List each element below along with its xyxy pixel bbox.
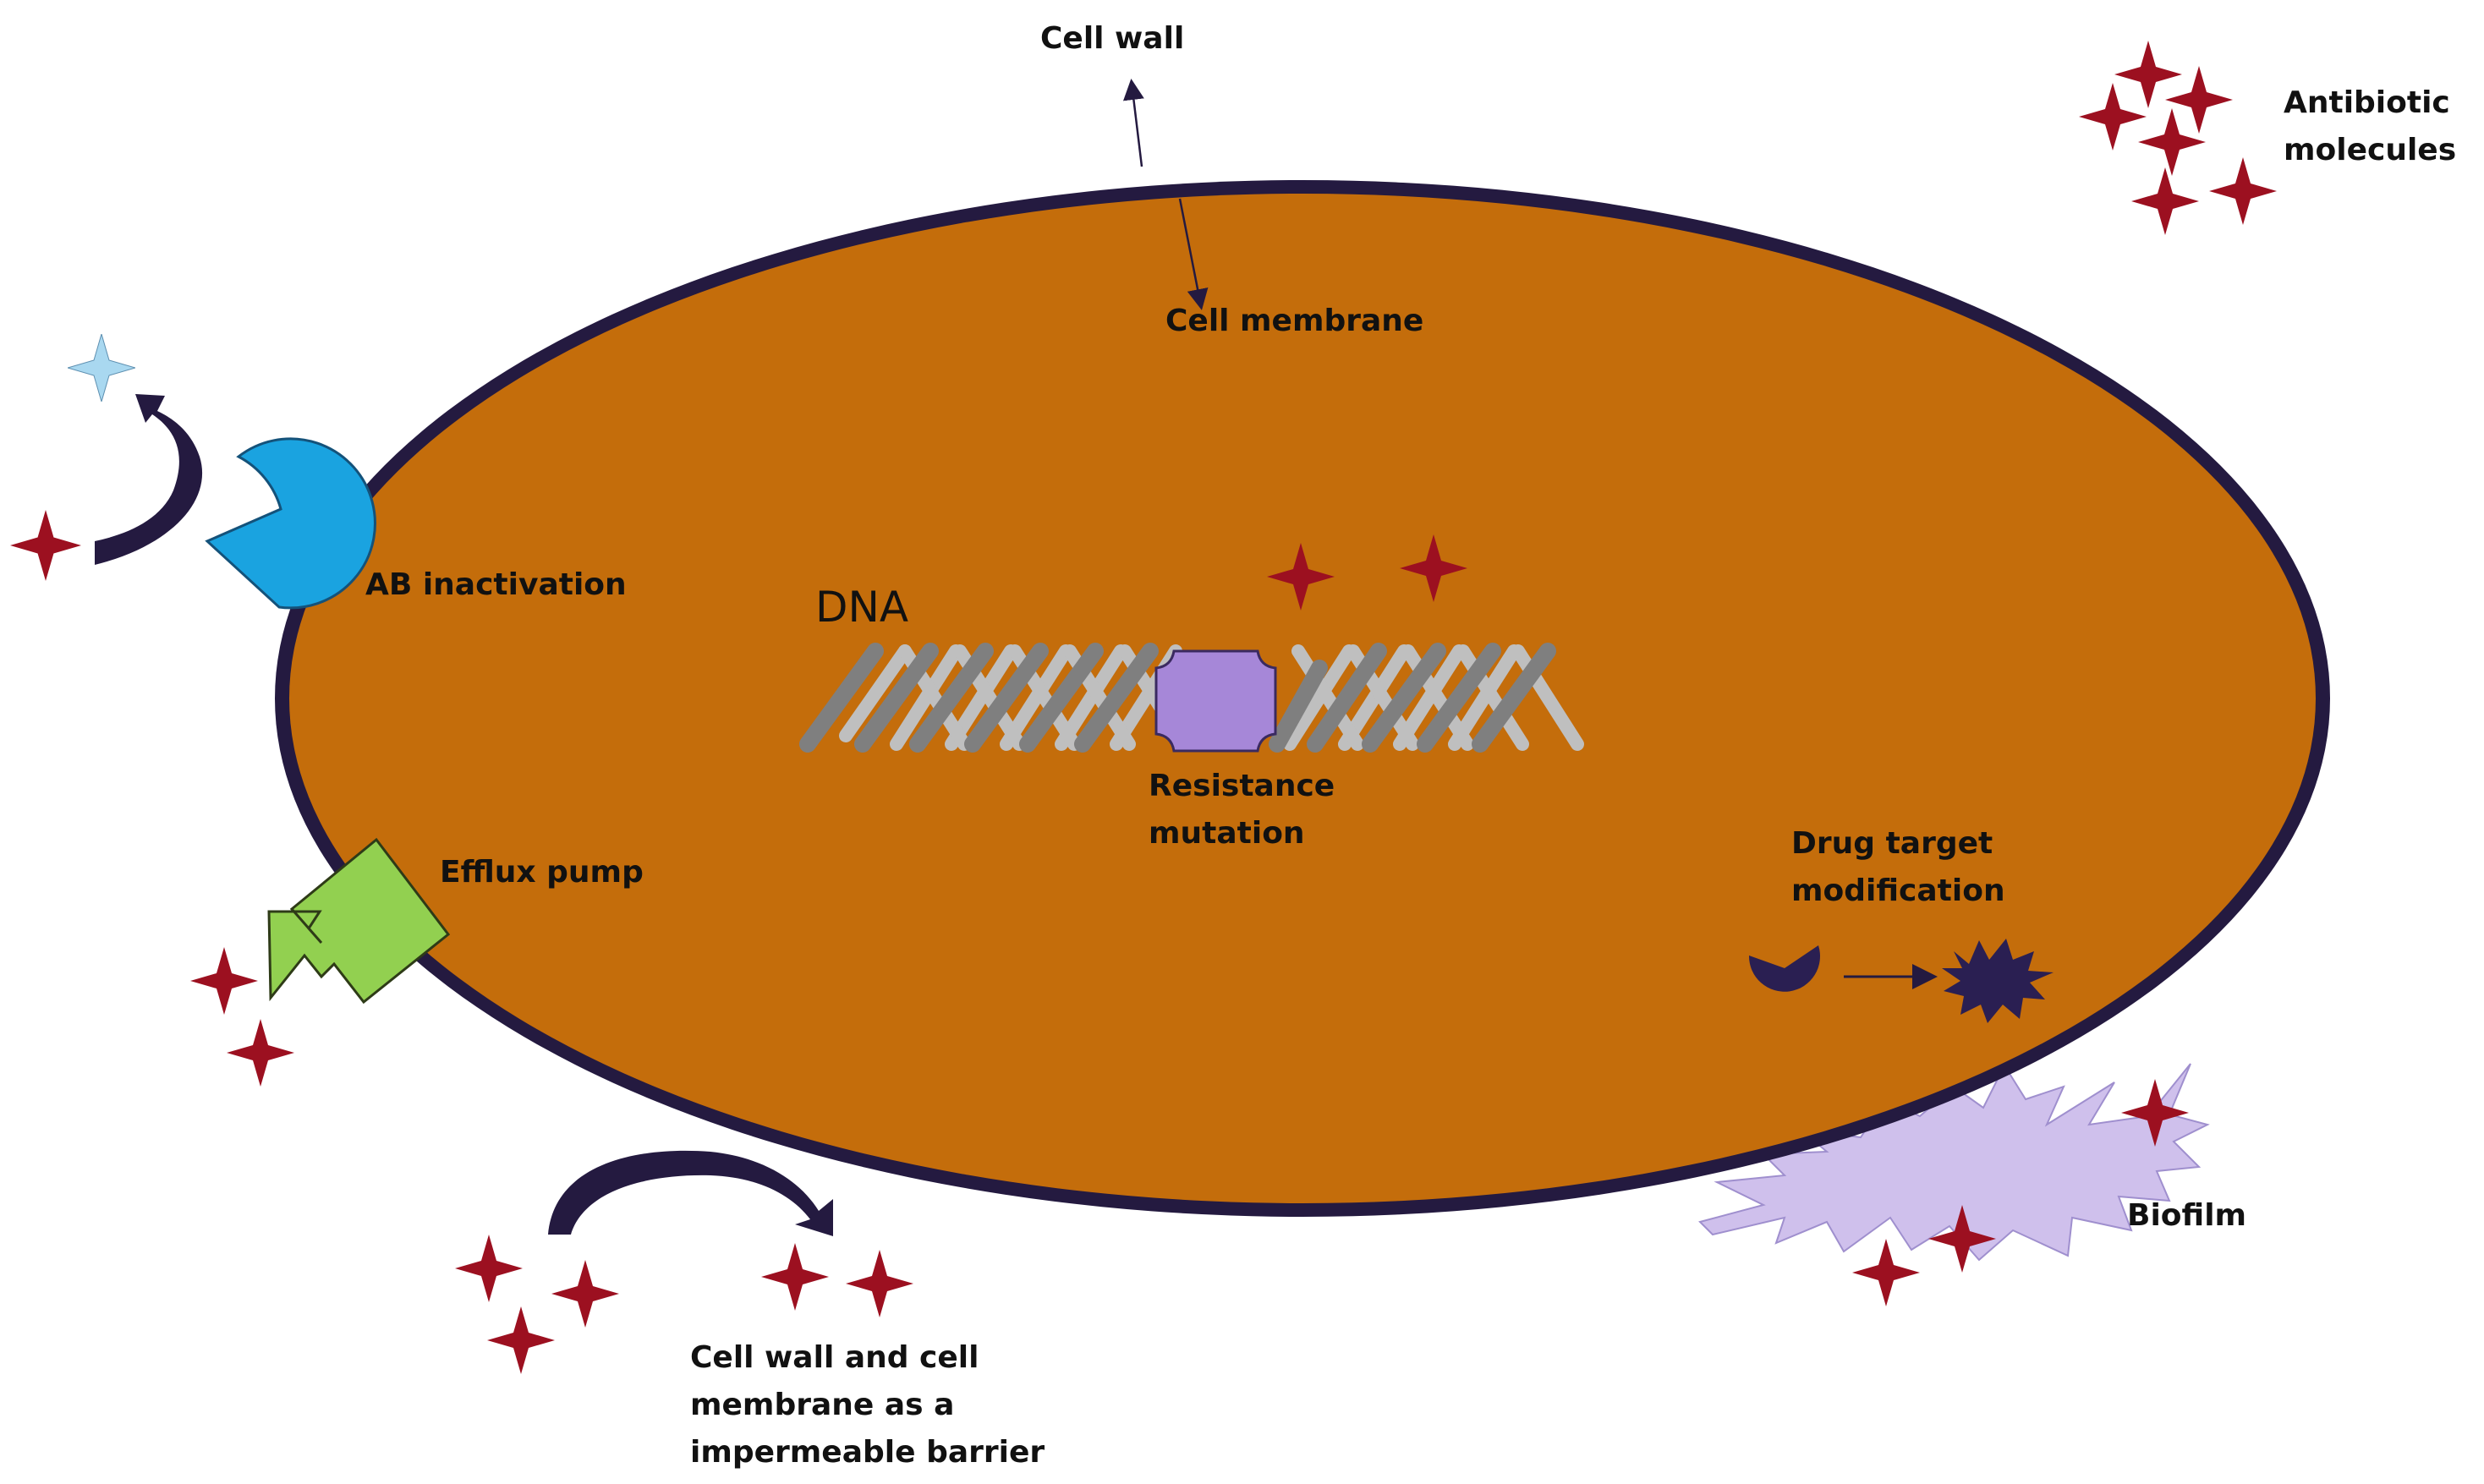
resistance-mutation-label-line2: mutation	[1149, 816, 1305, 851]
impermeable-barrier-label-line3: impermeable barrier	[690, 1435, 1045, 1470]
cell-wall-label: Cell wall	[1040, 21, 1185, 56]
antibiotic-star-icon	[10, 510, 81, 581]
resistance-mutation-label: Resistance mutation	[1149, 763, 1335, 857]
cell-wall-pointer	[1122, 79, 1144, 167]
antibiotic-molecules-label-line1: Antibiotic	[2284, 85, 2450, 120]
inactivated-antibiotic-star-icon	[68, 334, 135, 402]
curved-arrow-icon	[548, 1150, 833, 1236]
resistance-mutation-label-line1: Resistance	[1149, 769, 1335, 803]
biofilm-label: Biofilm	[2127, 1198, 2247, 1233]
target-site-icon	[1748, 945, 1820, 992]
cell-membrane-label: Cell membrane	[1165, 304, 1424, 338]
drug-target-modification-label-line1: Drug target	[1791, 826, 1993, 861]
curved-arrow-icon	[95, 394, 203, 565]
drug-target-modification-label-line2: modification	[1791, 873, 2005, 908]
impermeable-barrier-label-line2: membrane as a	[690, 1388, 955, 1422]
drug-target-modification-label: Drug target modification	[1791, 820, 2005, 915]
impermeable-barrier-label: Cell wall and cell membrane as a imperme…	[690, 1334, 1045, 1476]
dna-label: DNA	[815, 583, 909, 632]
efflux-pump-label: Efflux pump	[440, 855, 644, 890]
cell-membrane-pointer	[1178, 198, 1209, 310]
ab-inactivation-label: AB inactivation	[365, 567, 627, 602]
enzyme-pacman-icon	[205, 437, 376, 610]
efflux-pump-arrow-icon	[267, 837, 451, 1005]
impermeable-barrier-label-line1: Cell wall and cell	[690, 1340, 979, 1375]
antibiotic-molecules-cluster	[2079, 41, 2277, 235]
antibiotic-molecules-label: Antibiotic molecules	[2284, 79, 2456, 174]
antibiotic-molecules-label-line2: molecules	[2284, 133, 2457, 167]
modified-target-icon	[1942, 939, 2054, 1023]
resistance-mutation-icon	[1154, 649, 1277, 753]
